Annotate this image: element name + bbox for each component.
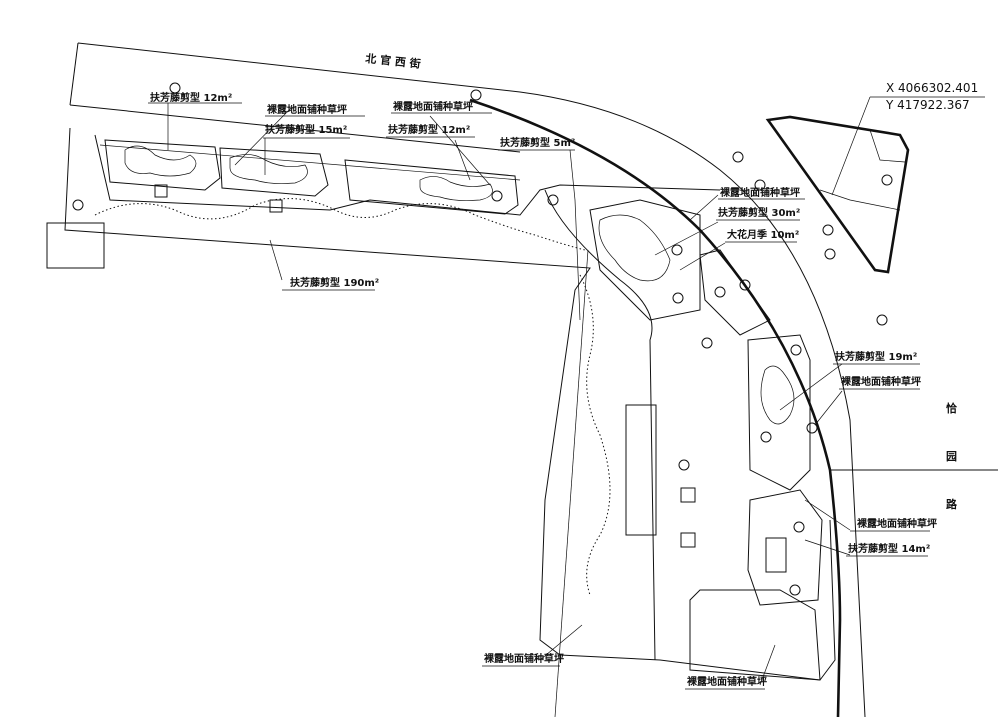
label-o: 裸露地面铺种草坪: [484, 652, 564, 665]
east-island: [765, 115, 910, 274]
tree-symbols: [72, 82, 893, 596]
street-name-east-1: 恰: [946, 401, 958, 415]
central-plaza: [46, 184, 823, 681]
label-d: 裸露地面铺种草坪: [393, 100, 473, 113]
label-a: 扶芳藤剪型 12m²: [150, 91, 232, 104]
label-l: 裸露地面铺种草坪: [841, 375, 921, 388]
label-i: 大花月季 10m²: [727, 228, 799, 241]
coord-y: Y 417922.367: [885, 98, 970, 112]
street-name-east-2: 园: [946, 450, 957, 463]
lawn-edges: [94, 198, 611, 717]
label-c: 扶芳藤剪型 15m²: [265, 123, 347, 136]
street-labels: 北 官 西 街 恰 园 路: [365, 51, 958, 511]
coordinate-labels: X 4066302.401 Y 417922.367: [870, 81, 985, 112]
street-name-east-3: 路: [946, 497, 958, 511]
road-edges: [69, 42, 998, 717]
site-boundary: [64, 127, 836, 681]
label-b: 裸露地面铺种草坪: [267, 103, 347, 116]
label-h: 扶芳藤剪型 30m²: [718, 206, 800, 219]
label-g: 裸露地面铺种草坪: [720, 186, 800, 199]
label-j: 扶芳藤剪型 190m²: [290, 276, 379, 289]
street-name-north: 北 官 西 街: [365, 51, 422, 71]
label-p: 裸露地面铺种草坪: [687, 675, 767, 688]
label-k: 扶芳藤剪型 19m²: [835, 350, 917, 363]
leader-lines: [167, 96, 871, 686]
planting-beds-north: [104, 139, 519, 215]
label-e: 扶芳藤剪型 12m²: [388, 123, 470, 136]
label-n: 扶芳藤剪型 14m²: [848, 542, 930, 555]
planting-labels: 扶芳藤剪型 12m² 裸露地面铺种草坪 扶芳藤剪型 15m² 裸露地面铺种草坪 …: [148, 91, 937, 690]
coord-x: X 4066302.401: [886, 81, 978, 95]
label-f: 扶芳藤剪型 5m²: [500, 136, 575, 149]
label-m: 裸露地面铺种草坪: [857, 517, 937, 530]
